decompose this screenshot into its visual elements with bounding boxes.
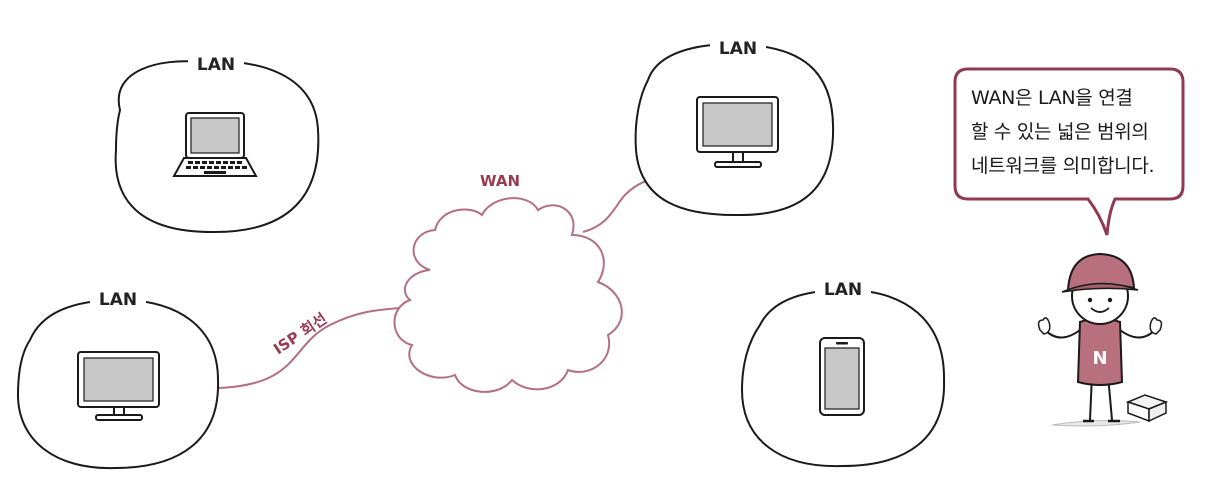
lan-node-monitor-top: LAN [634,36,835,217]
speech-line: 할 수 있는 넓은 범위의 [971,121,1149,143]
wan-label: WAN [480,172,520,190]
box-icon [1125,394,1169,423]
mascot-character: N [1037,252,1169,427]
monitor-icon [77,351,160,421]
smartphone-icon [819,337,865,416]
wan-link-line [582,179,649,233]
speech-line: 네트워크를 의미합니다. [971,155,1155,177]
laptop-icon [172,112,258,177]
wan-cloud [393,197,623,393]
isp-line [217,307,401,389]
speech-line: WAN은 LAN을 연결 [971,87,1133,109]
lan-label: LAN [99,290,137,310]
lan-label: LAN [719,39,757,59]
monitor-icon [696,96,779,168]
lan-node-laptop: LAN [114,52,320,234]
lan-label: LAN [197,55,235,75]
shirt-letter: N [1092,348,1107,369]
lan-node-smartphone: LAN [740,277,946,468]
lan-node-monitor-left: LAN [16,288,220,470]
speech-bubble [953,67,1185,236]
lan-label: LAN [824,280,862,300]
speech-bubble-text: WAN은 LAN을 연결 할 수 있는 넓은 범위의 네트워크를 의미합니다. [955,69,1183,199]
